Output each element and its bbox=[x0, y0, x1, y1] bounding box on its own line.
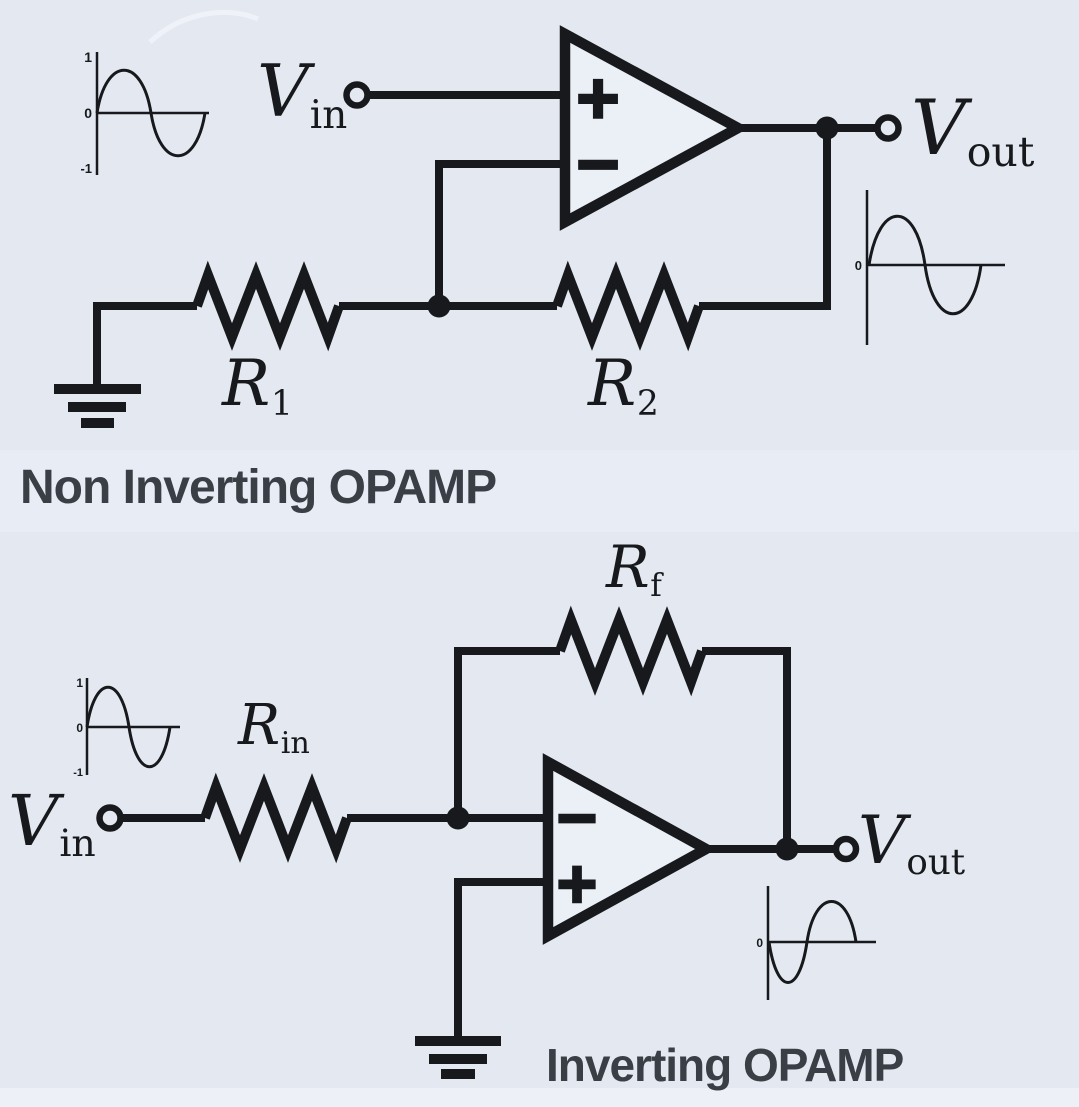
rin-base: R bbox=[238, 693, 281, 758]
vout-sub: out bbox=[906, 841, 966, 883]
resistor-rin-icon bbox=[200, 772, 352, 864]
vin-label: Vin bbox=[257, 55, 347, 136]
resistor-r2-icon bbox=[552, 260, 704, 352]
r2-base: R bbox=[588, 347, 637, 421]
junction-dot bbox=[775, 837, 799, 861]
inverting-caption: Inverting OPAMP bbox=[546, 1039, 904, 1091]
vout-terminal-icon bbox=[874, 114, 902, 142]
vout-label: Vout bbox=[858, 808, 966, 883]
non-inverting-caption: Non Inverting OPAMP bbox=[20, 461, 497, 514]
vin-terminal-icon bbox=[343, 81, 371, 109]
wire bbox=[435, 160, 567, 306]
tick-label: 0 bbox=[756, 936, 763, 950]
bottom-strip bbox=[0, 1088, 1079, 1107]
vout-terminal-icon bbox=[832, 835, 860, 863]
junction-dot bbox=[815, 116, 839, 140]
caption-band bbox=[0, 450, 1079, 532]
vout-sub: out bbox=[966, 128, 1035, 177]
tick-label: 0 bbox=[84, 105, 92, 121]
resistor-r1-icon bbox=[192, 260, 344, 352]
rf-base: R bbox=[606, 533, 650, 601]
vin-sub: in bbox=[59, 821, 96, 866]
rin-label: Rin bbox=[238, 698, 310, 759]
wire bbox=[702, 647, 791, 849]
vin-label: Vin bbox=[8, 786, 96, 863]
vout-base: V bbox=[858, 802, 906, 879]
output-sine-wave-icon: 0 bbox=[756, 886, 876, 1000]
vin-base: V bbox=[257, 49, 309, 133]
inverting-circuit: 1 0 -1 − + bbox=[73, 605, 876, 1079]
input-sine-wave-icon: 1 0 -1 bbox=[80, 49, 209, 176]
vin-terminal-icon bbox=[96, 804, 124, 832]
ground-icon bbox=[415, 1036, 501, 1079]
junction-dot bbox=[446, 806, 470, 830]
junction-dot bbox=[427, 294, 451, 318]
rf-sub: f bbox=[650, 568, 662, 605]
minus-input-icon: − bbox=[554, 786, 599, 849]
r1-label: R1 bbox=[222, 352, 293, 422]
non-inverting-circuit: 1 0 -1 + − bbox=[54, 25, 1005, 428]
watermark-swoosh bbox=[148, 10, 259, 44]
opamp-triangle bbox=[559, 25, 749, 231]
wire bbox=[454, 878, 548, 1038]
rf-label: Rf bbox=[606, 538, 662, 603]
tick-label: 0 bbox=[76, 721, 83, 735]
rin-sub: in bbox=[280, 726, 310, 762]
wire bbox=[699, 128, 831, 310]
resistor-rf-icon bbox=[555, 605, 707, 697]
tick-label: 1 bbox=[84, 49, 92, 65]
r2-label: R2 bbox=[588, 352, 659, 422]
wire bbox=[454, 647, 560, 818]
output-sine-wave-icon: 0 bbox=[855, 190, 1005, 345]
plus-input-icon: + bbox=[554, 852, 599, 915]
tick-label: -1 bbox=[73, 767, 83, 779]
vin-sub: in bbox=[309, 92, 348, 138]
r1-base: R bbox=[222, 347, 271, 421]
plus-input-icon: + bbox=[574, 63, 623, 131]
tick-label: 1 bbox=[76, 676, 83, 690]
tick-label: -1 bbox=[80, 161, 92, 176]
wire bbox=[93, 302, 197, 388]
r1-sub: 1 bbox=[270, 384, 293, 425]
opamp-triangle bbox=[542, 753, 717, 945]
ground-icon bbox=[54, 384, 141, 428]
r2-sub: 2 bbox=[636, 384, 659, 425]
minus-input-icon: − bbox=[574, 129, 623, 197]
tick-label: 0 bbox=[855, 258, 862, 273]
vin-base: V bbox=[8, 780, 59, 862]
vout-label: Vout bbox=[911, 90, 1034, 173]
vout-base: V bbox=[911, 83, 966, 172]
input-sine-wave-icon: 1 0 -1 bbox=[73, 676, 180, 779]
